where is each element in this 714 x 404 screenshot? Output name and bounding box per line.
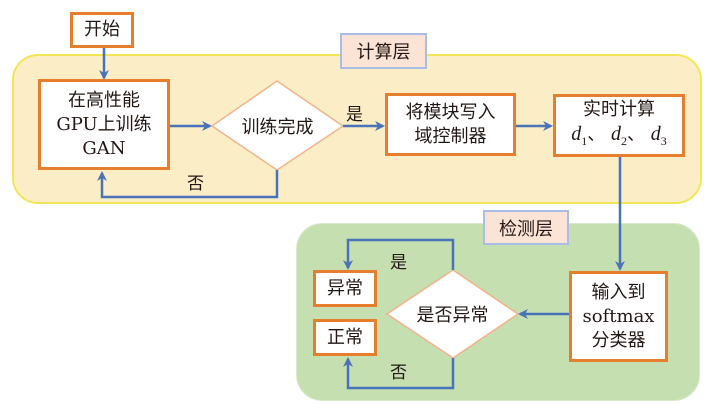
softmax-line-1: 输入到 xyxy=(591,281,646,303)
var-d3: d3 xyxy=(650,123,667,148)
is-abnormal-label: 是否异常 xyxy=(416,305,489,326)
train-gan-node: 在高性能 GPU上训练 GAN xyxy=(38,79,170,170)
train-line-2: GPU上训练 xyxy=(56,113,152,135)
edge-label-abnormal-no: 否 xyxy=(390,363,407,383)
var-d1: d1 xyxy=(571,123,588,148)
train-line-3: GAN xyxy=(82,137,126,159)
write-line-2: 域控制器 xyxy=(414,125,487,147)
write-line-1: 将模块写入 xyxy=(405,101,496,123)
edge-label-train-yes: 是 xyxy=(346,105,363,125)
normal-label: 正常 xyxy=(327,326,363,348)
softmax-line-2: softmax xyxy=(582,305,655,327)
abnormal-node: 异常 xyxy=(313,270,377,307)
softmax-node: 输入到 softmax 分类器 xyxy=(569,271,668,362)
normal-node: 正常 xyxy=(313,319,377,356)
detect-layer-label: 检测层 xyxy=(483,210,569,245)
edge-label-train-no: 否 xyxy=(187,174,204,194)
arrow-done-no xyxy=(97,170,279,199)
start-node: 开始 xyxy=(70,12,134,48)
compute-layer-label: 计算层 xyxy=(340,33,427,69)
start-label: 开始 xyxy=(84,19,120,40)
realtime-calc-node: 实时计算 d1、 d2、 d3 xyxy=(553,94,685,157)
softmax-line-3: 分类器 xyxy=(591,329,646,351)
arrow-abnormal-no xyxy=(343,357,455,390)
train-line-1: 在高性能 xyxy=(68,89,140,111)
calc-line-1: 实时计算 xyxy=(583,99,655,120)
train-done-label: 训练完成 xyxy=(241,116,314,138)
arrow-abnormal-yes xyxy=(343,238,455,270)
calc-vars: d1、 d2、 d3 xyxy=(571,123,667,148)
edge-label-abnormal-yes: 是 xyxy=(390,253,407,273)
var-d2: d2 xyxy=(611,123,627,148)
abnormal-label: 异常 xyxy=(327,277,363,299)
write-module-node: 将模块写入 域控制器 xyxy=(385,93,516,156)
